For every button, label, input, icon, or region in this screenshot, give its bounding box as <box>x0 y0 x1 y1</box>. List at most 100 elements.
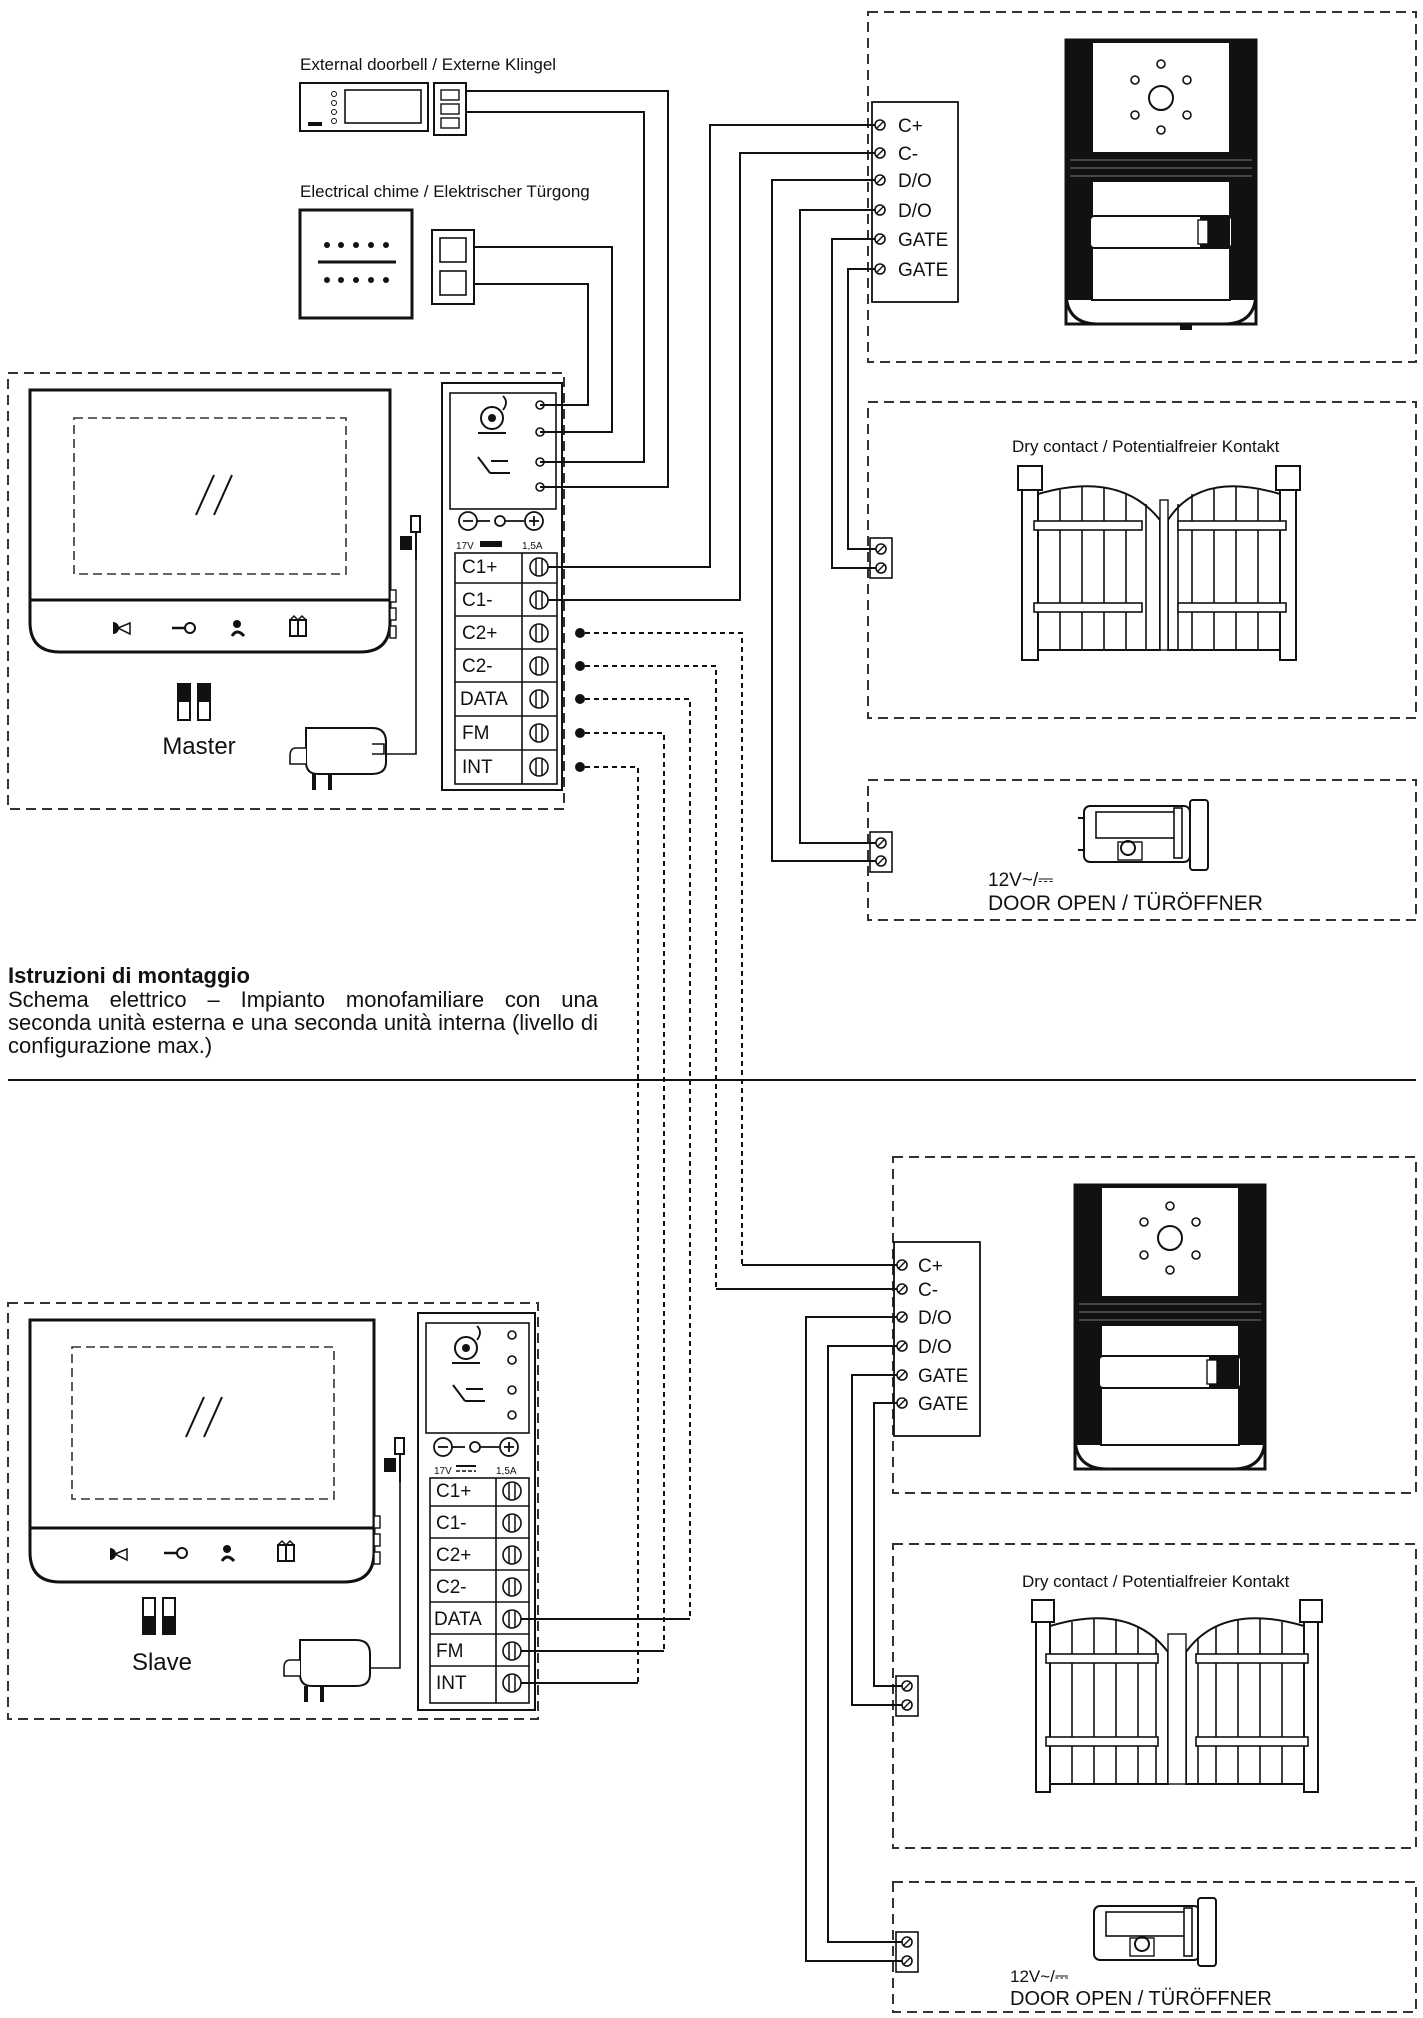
slave-power-current: 1,5A <box>496 1466 517 1477</box>
name-plate <box>1089 215 1233 249</box>
slave-terminal-label: FM <box>436 1641 463 1662</box>
outdoor-1-terminal-label: GATE <box>898 260 948 281</box>
outdoor-station-1 <box>1064 38 1258 330</box>
outdoor-2-terminal: D/O <box>896 1337 952 1358</box>
gate-icon <box>277 1539 295 1562</box>
door-opener-1-lock <box>1078 799 1209 871</box>
outdoor-2-terminal: C- <box>896 1280 938 1301</box>
outdoor-1-terminal: GATE <box>874 230 948 251</box>
outdoor-1-terminal-label: D/O <box>898 171 932 192</box>
master-power-current: 1,5A <box>522 541 543 552</box>
bell-icon <box>452 1325 481 1364</box>
dc-symbol-icon <box>456 1465 476 1472</box>
dry-contact-2-enclosure <box>892 1543 1417 1849</box>
outdoor-2-terminal: GATE <box>896 1394 968 1415</box>
name-plate <box>1098 1355 1242 1389</box>
relay-contact-icon <box>477 456 510 474</box>
handset-icon <box>110 1547 128 1562</box>
outdoor-2-terminal-label: D/O <box>918 1308 952 1329</box>
key-icon <box>172 622 196 634</box>
master-terminal-row: C2+ <box>462 623 549 644</box>
outdoor-station-1-enclosure <box>867 11 1417 363</box>
outdoor-1-terminal: D/O <box>874 171 932 192</box>
outdoor-station-2 <box>1073 1183 1267 1471</box>
dry-contact-2-terminals <box>895 1675 919 1717</box>
wires-top <box>466 90 876 862</box>
slave-power-voltage: 17V <box>434 1466 452 1477</box>
master-power-voltage: 17V <box>456 541 474 552</box>
master-terminal-row: C2- <box>462 656 549 677</box>
master-terminal-label: INT <box>462 757 493 778</box>
instructions-description: Schema elettrico – Impianto monofamiliar… <box>8 987 598 1058</box>
camera-lens-icon <box>1130 59 1192 135</box>
door-opener-1-voltage: 12V~/⎓ <box>988 870 1053 891</box>
outdoor-2-terminal-block: C+ C- D/O D/O GATE GATE <box>893 1241 981 1437</box>
master-label: Master <box>162 733 235 760</box>
outdoor-station-2-enclosure <box>892 1156 1417 1494</box>
intercom-icon <box>230 620 246 638</box>
wires-dashed <box>575 628 743 1683</box>
gate-icon <box>289 614 307 637</box>
camera-lens-icon <box>1139 1201 1201 1275</box>
slave-terminals: C1+ C1- C2+ C2- DATA FM INT <box>430 1481 529 1694</box>
outdoor-1-terminal-label: C+ <box>898 116 923 137</box>
outdoor-2-terminal-label: GATE <box>918 1366 968 1387</box>
outdoor-2-terminal: GATE <box>896 1366 968 1387</box>
external-doorbell-device <box>299 82 467 136</box>
outdoor-1-terminal-label: C- <box>898 144 918 165</box>
master-terminal-label: FM <box>462 723 489 744</box>
slave-power-adapter <box>283 1437 405 1702</box>
outdoor-1-terminal-label: D/O <box>898 201 932 222</box>
master-terminal-row: INT <box>462 757 549 778</box>
master-terminal-label: C2+ <box>462 623 497 644</box>
slave-terminal-label: C1- <box>436 1513 467 1534</box>
outdoor-1-terminal: GATE <box>874 260 948 281</box>
master-power-adapter <box>289 515 421 790</box>
slave-terminal-label: INT <box>436 1673 467 1694</box>
dc-symbol-icon <box>480 541 502 547</box>
outdoor-2-terminal-label: C+ <box>918 1256 943 1277</box>
door-opener-2-voltage: 12V~/⎓ <box>1010 1967 1069 1986</box>
bell-icon <box>478 395 507 434</box>
electrical-chime-device <box>298 208 475 320</box>
slave-terminal-row: INT <box>436 1673 522 1694</box>
master-terminal-label: C2- <box>462 656 493 677</box>
door-opener-2-enclosure <box>892 1881 1417 2013</box>
slave-terminal-label: C1+ <box>436 1481 471 1502</box>
relay-contact-icon <box>452 1384 485 1402</box>
slave-label: Slave <box>132 1649 192 1676</box>
slave-terminal-row: DATA <box>434 1609 522 1630</box>
gate-1-illustration <box>1017 465 1301 661</box>
outdoor-2-terminal-label: GATE <box>918 1394 968 1415</box>
slave-monitor <box>28 1318 381 1584</box>
master-terminal-label: DATA <box>460 689 508 710</box>
outdoor-2-terminal: C+ <box>896 1256 943 1277</box>
slave-dip-switch <box>142 1597 176 1635</box>
door-opener-1-enclosure <box>867 779 1417 921</box>
dry-contact-1-terminals <box>869 537 893 579</box>
slave-terminal-row: C2- <box>436 1577 522 1598</box>
slave-terminal-label: C2- <box>436 1577 467 1598</box>
master-terminal-row: DATA <box>460 689 549 710</box>
outdoor-1-terminal: D/O <box>874 201 932 222</box>
door-opener-1-label: DOOR OPEN / TÜRÖFFNER <box>988 892 1263 915</box>
door-opener-2-label: DOOR OPEN / TÜRÖFFNER <box>1010 1988 1272 2010</box>
outdoor-1-terminal: C+ <box>874 116 923 137</box>
outdoor-2-terminal-label: D/O <box>918 1337 952 1358</box>
door-opener-2-lock <box>1093 1897 1217 1967</box>
master-dip-switch <box>177 683 211 721</box>
instructions-title: Istruzioni di montaggio <box>8 963 250 988</box>
dry-contact-2-label: Dry contact / Potentialfreier Kontakt <box>1022 1572 1290 1591</box>
outdoor-1-terminal-label: GATE <box>898 230 948 251</box>
master-terminals: C1+ C1- C2+ C2- DATA FM INT <box>455 557 557 778</box>
outdoor-1-terminal: C- <box>874 144 918 165</box>
slave-terminal-row: C2+ <box>436 1545 522 1566</box>
handset-icon <box>113 621 131 636</box>
master-terminal-row: C1+ <box>462 557 549 578</box>
door-opener-2-terminals <box>895 1931 919 1973</box>
key-icon <box>164 1547 188 1559</box>
slave-terminal-row: FM <box>436 1641 522 1662</box>
master-terminal-label: C1+ <box>462 557 497 578</box>
chime-label: Electrical chime / Elektrischer Türgong <box>300 182 590 201</box>
